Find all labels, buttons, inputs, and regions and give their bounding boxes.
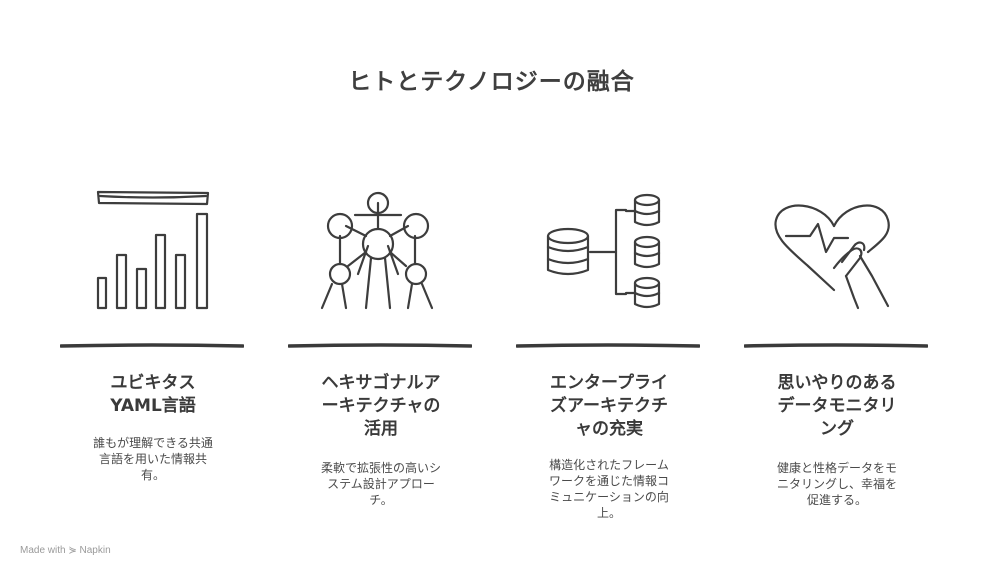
desc-line: 促進する。 <box>806 493 867 507</box>
database-cluster-icon <box>514 180 704 320</box>
heading-line: ヘキサゴナルア <box>321 373 441 393</box>
card-description: 健康と性格データをモ ニタリングし、幸福を 促進する。 <box>752 460 922 508</box>
desc-line: 有。 <box>140 468 165 482</box>
card-heading: ユビキタス YAML言語 <box>58 372 248 418</box>
desc-line: チ。 <box>369 493 393 507</box>
heading-line: 思いやりのある <box>777 373 897 393</box>
desc-line: 誰もが理解できる共通 <box>93 436 213 450</box>
divider <box>744 343 928 348</box>
heading-line: YAML言語 <box>110 396 196 416</box>
card-description: 柔軟で拡張性の高いシ ステム設計アプロー チ。 <box>296 460 466 508</box>
molecule-structure-icon <box>286 180 476 320</box>
heading-line: ャの充実 <box>575 419 643 439</box>
heading-line: ユビキタス <box>110 373 196 393</box>
desc-line: ニタリングし、幸福を <box>776 477 897 491</box>
heart-hand-icon <box>742 180 932 320</box>
desc-line: 言語を用いた情報共 <box>98 452 207 466</box>
card-heading: エンタープライ ズアーキテクチ ャの充実 <box>514 372 704 441</box>
card-description: 構造化されたフレーム ワークを通じた情報コ ミュニケーションの向 上。 <box>524 457 694 521</box>
heading-line: ズアーキテクチ <box>550 396 668 416</box>
heading-line: 活用 <box>364 419 398 439</box>
card-description: 誰もが理解できる共通 言語を用いた情報共 有。 <box>68 435 238 483</box>
bar-chart-icon <box>58 180 248 320</box>
divider <box>60 343 244 348</box>
desc-line: ミュニケーションの向 <box>549 490 669 504</box>
desc-line: ワークを通じた情報コ <box>548 474 669 488</box>
divider <box>288 343 472 348</box>
card-heading: 思いやりのある データモニタリ ング <box>742 372 932 441</box>
card-heading: ヘキサゴナルア ーキテクチャの 活用 <box>286 372 476 441</box>
heading-line: ーキテクチャの <box>321 396 441 416</box>
desc-line: 上。 <box>596 506 621 520</box>
napkin-credit: Made with ⋟ Napkin <box>20 545 111 556</box>
page-title: ヒトとテクノロジーの融合 <box>348 69 635 95</box>
desc-line: 健康と性格データをモ <box>776 461 897 475</box>
desc-line: 構造化されたフレーム <box>549 458 669 472</box>
desc-line: 柔軟で拡張性の高いシ <box>320 461 441 475</box>
divider <box>516 343 700 348</box>
heading-line: データモニタリ <box>777 396 897 416</box>
desc-line: ステム設計アプロー <box>327 477 435 491</box>
heading-line: ング <box>820 419 854 439</box>
heading-line: エンタープライ <box>550 373 668 393</box>
